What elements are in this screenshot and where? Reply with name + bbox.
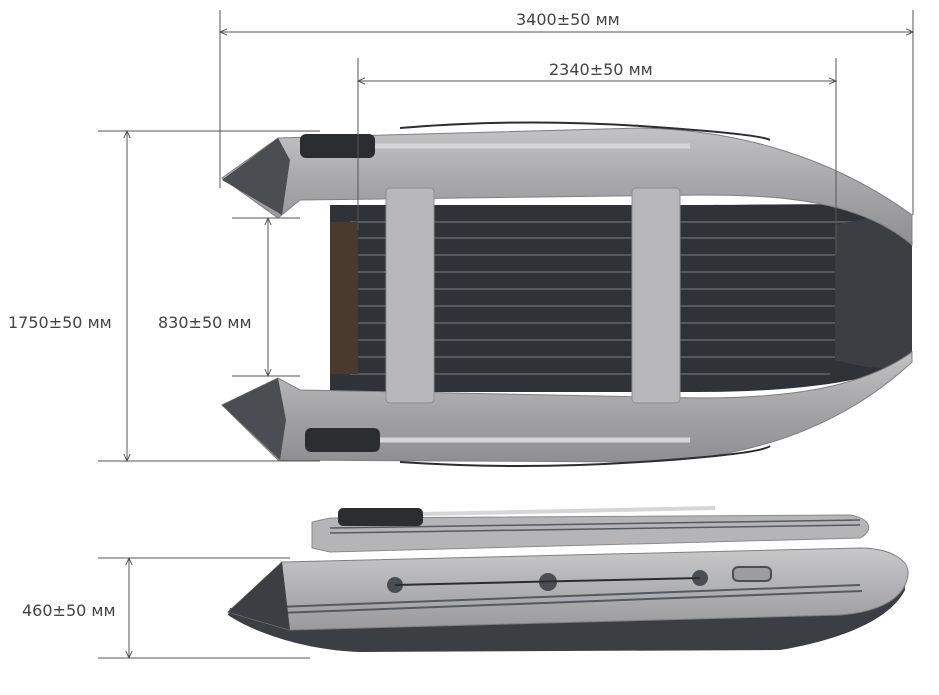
side-stripes — [249, 584, 863, 615]
dimension-lines — [98, 10, 913, 658]
height-label: 460±50 мм — [22, 599, 116, 622]
front-seat — [631, 187, 681, 404]
lower-oar — [305, 428, 690, 452]
overall-length-label: 3400±50 мм — [512, 10, 624, 29]
boat-side-view — [227, 506, 909, 652]
upper-tube — [221, 127, 913, 247]
side-oar — [338, 506, 716, 526]
lower-tube-cone — [222, 378, 286, 460]
upper-oar — [300, 134, 690, 158]
floor-slats — [350, 221, 895, 375]
boat-hull-floor — [330, 204, 912, 392]
upper-tube-cone — [222, 138, 290, 215]
side-upper-stripes — [329, 519, 861, 534]
overall-width-label: 1750±50 мм — [8, 311, 112, 334]
lower-rope — [399, 445, 771, 467]
side-rope — [394, 577, 701, 586]
side-bow-cone — [228, 562, 290, 630]
side-upper-tube — [311, 514, 870, 553]
transom — [330, 222, 358, 374]
boat-top-view — [221, 121, 913, 467]
inner-width-label: 830±50 мм — [158, 311, 252, 334]
side-handle — [732, 566, 772, 582]
bow-cone — [835, 216, 912, 369]
rear-seat — [385, 187, 435, 404]
hull-length-label: 2340±50 мм — [545, 60, 657, 79]
upper-rope — [399, 121, 771, 141]
